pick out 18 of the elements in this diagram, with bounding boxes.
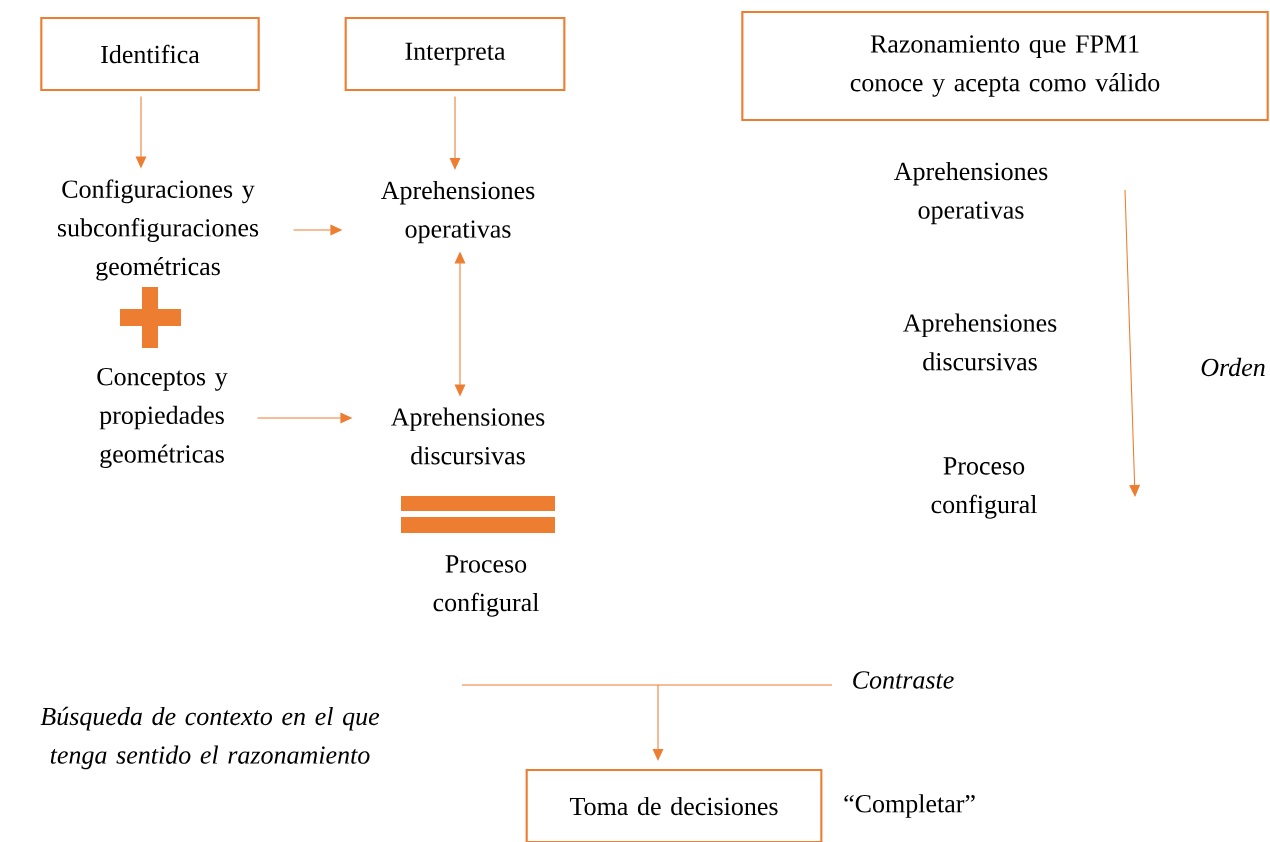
process-box: Interpreta (344, 16, 566, 92)
process-box: Toma de decisiones (525, 768, 823, 842)
concept-text: Aprehensiones discursivas (903, 313, 1057, 371)
concept-text: Configuraciones y subconfiguraciones geométricas (58, 179, 259, 281)
concept-text: Aprehensiones operativas (894, 161, 1048, 225)
side-note: “Completar” (844, 794, 975, 818)
process-box: Identifica (40, 16, 260, 92)
arrow (652, 684, 664, 761)
concept-text: Aprehensiones operativas (381, 180, 535, 244)
arrow (449, 95, 461, 170)
note-text: Orden (1201, 357, 1265, 377)
note-text: Búsqueda de contexto en el que tenga sentido el razonamiento (40, 706, 380, 770)
note-text: Contraste (853, 671, 954, 689)
concept-text: Conceptos y propiedades geométricas (97, 367, 228, 469)
process-box: Razonamiento que FPM1 conoce y acepta como válido (741, 10, 1269, 122)
concept-text: Proceso configural (433, 555, 539, 617)
concept-text: Proceso configural (931, 457, 1037, 519)
concept-text: Aprehensiones discursivas (391, 407, 545, 465)
